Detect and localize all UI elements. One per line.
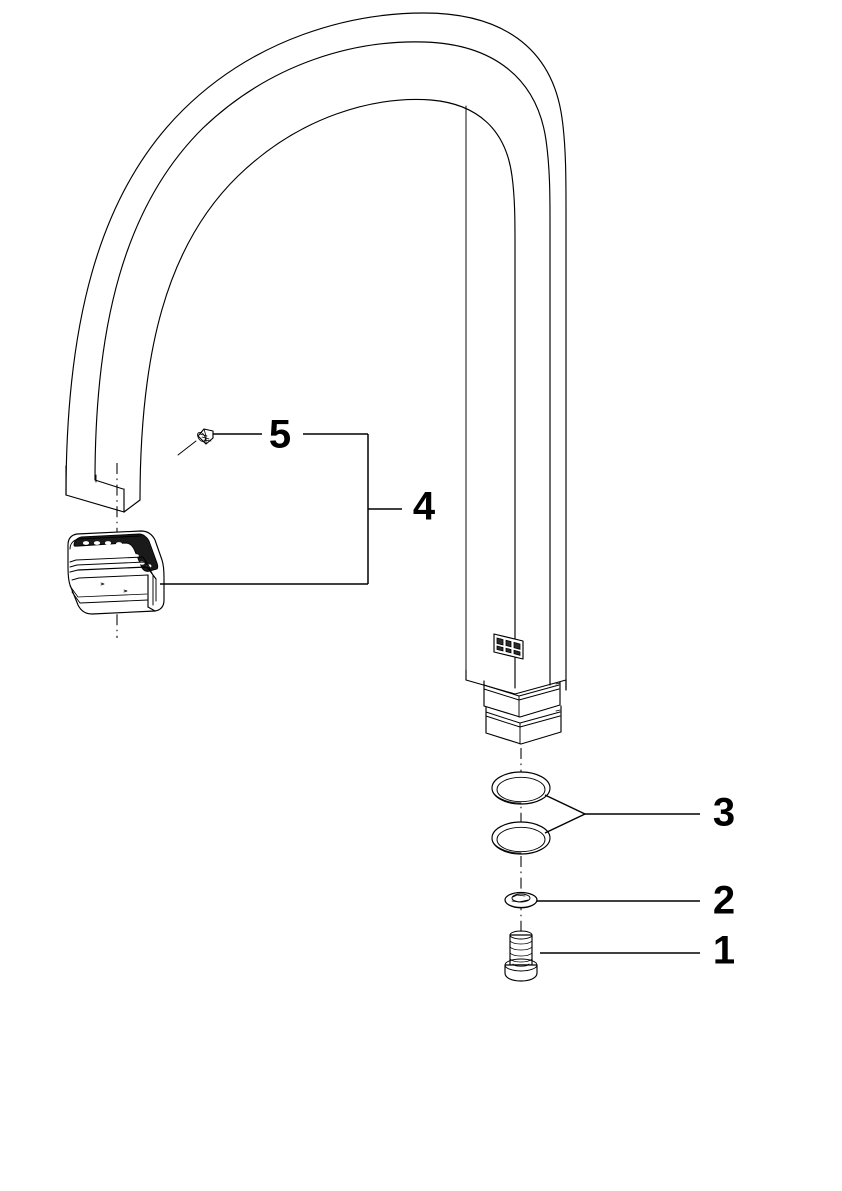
spout-arc-body	[65, 12, 567, 691]
part-o-ring-lower	[491, 821, 551, 855]
leader-line-3a	[544, 794, 586, 815]
callout-label-4: 4	[413, 485, 436, 529]
part-grub-screw	[177, 428, 214, 456]
spout-column-base-collar	[465, 669, 567, 745]
part-mounting-stud-screw	[504, 930, 538, 982]
part-washer	[504, 891, 538, 909]
callout-label-1: 1	[713, 929, 735, 973]
callout-label-5: 5	[269, 413, 291, 457]
leader-line-3b	[544, 813, 586, 834]
callout-label-2: 2	[713, 879, 735, 923]
callout-label-3: 3	[713, 791, 735, 835]
brand-plate-icon	[493, 633, 524, 660]
part-outlet-module	[67, 530, 165, 615]
part-o-ring-upper	[491, 771, 551, 805]
